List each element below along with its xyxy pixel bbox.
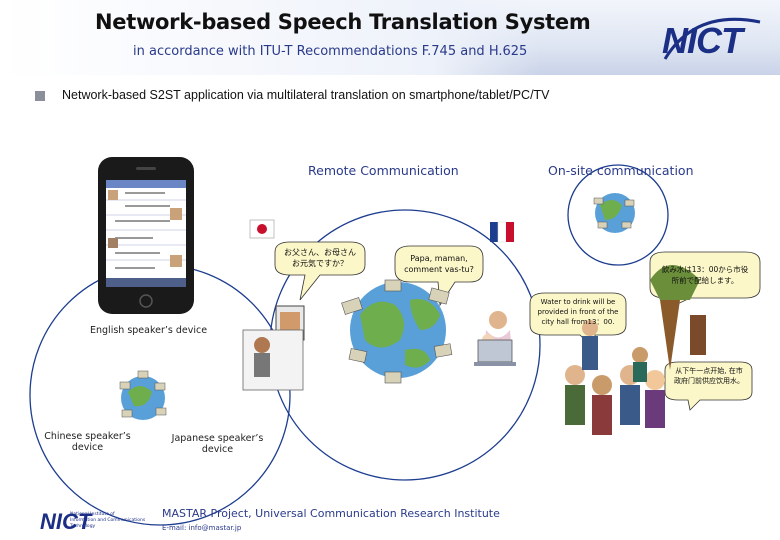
nict-logo: NICT [662,20,743,61]
device-globe-icon [119,370,167,420]
footer-email[interactable]: E-mail: info@mastar.jp [162,524,242,532]
laptop-user-icon [474,311,516,366]
header-gradient [0,0,540,75]
japanese-bubble-text: お父さん、お母さん お元気ですか？ [284,248,356,268]
header-banner [0,0,780,75]
smartphone-icon [98,157,194,314]
footer-nict-logo: NICT [40,509,92,534]
footer-project: MASTAR Project, Universal Communication … [162,507,500,520]
footer-org-name: National Institute of Information and Co… [70,512,146,529]
tv-videophone-icon [242,305,305,391]
chinese-bubble-text: 从下午一点开始, 在市 政府门前供应饮用水。 [674,367,744,385]
chinese-device-label: Chinese speaker’s device [44,431,131,453]
bullet-square-icon [35,91,45,101]
crowd-icon [565,265,706,435]
english-bubble-text: Water to drink will be provided in front… [537,298,619,326]
france-flag-icon [490,221,514,243]
french-bubble-text: Papa, maman, comment vas-tu? [404,254,474,274]
french-bubble [394,245,484,307]
onsite-communication-label: On-site communication [548,163,694,178]
central-globe-icon [341,279,453,384]
onsite-globe-icon [593,193,635,233]
bullet-text: Network-based S2ST application via multi… [62,88,550,102]
japanese-device-label: Japanese speaker’s device [171,433,264,455]
english-bubble [529,292,627,351]
onsite-circle [567,164,669,266]
japanese-bubble [274,241,366,301]
nict-logo-swoosh-icon [663,17,761,60]
page-subtitle: in accordance with ITU-T Recommendations… [133,44,528,59]
remote-communication-label: Remote Communication [308,163,459,178]
english-device-label: English speaker’s device [90,325,208,336]
chinese-bubble [664,361,753,411]
japan-flag-icon [249,219,275,239]
onsite-japanese-bubble-text: 飲み水は13：00から市役 所前で配給します。 [661,265,749,285]
page-title: Network-based Speech Translation System [95,10,591,34]
